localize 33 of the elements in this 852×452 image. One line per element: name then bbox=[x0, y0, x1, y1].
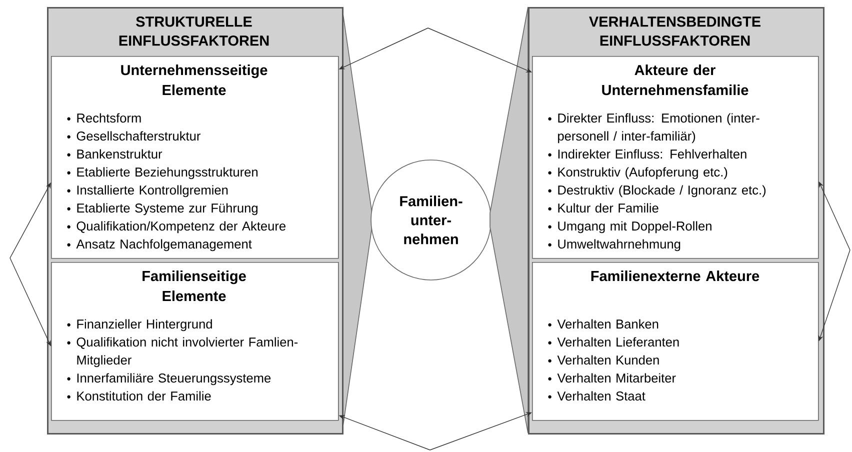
panel-heading: Familienseitige Elemente bbox=[142, 270, 246, 302]
bullet-item: Verhalten Staat bbox=[548, 391, 646, 401]
bullet-item: Verhalten Lieferanten bbox=[548, 337, 679, 347]
bullet-item: Verhalten Banken bbox=[548, 319, 658, 329]
bullet-item: Innerfamiliäre Steuerungssysteme bbox=[67, 373, 271, 386]
panel-heading: Unternehmensseitige Elemente bbox=[121, 64, 268, 96]
bullet-item: Installierte Kontrollgremien bbox=[67, 185, 228, 198]
list-box bbox=[532, 56, 819, 259]
bullet-item: Bankenstruktur bbox=[67, 149, 162, 159]
panel-heading: Akteure der Unternehmensfamilie bbox=[602, 64, 748, 96]
bullet-item: Verhalten Kunden bbox=[548, 355, 659, 365]
bullet-item: Indirekter Einfluss: Fehlverhalten bbox=[548, 149, 746, 159]
bullet-item: Umweltwahrnehmung bbox=[548, 239, 680, 252]
list-box bbox=[51, 262, 339, 421]
panel-heading: Familienexterne Akteure bbox=[591, 270, 760, 282]
bullet-item: Destruktiv (Blockade / Ignoranz etc.) bbox=[548, 185, 766, 198]
list-box bbox=[51, 56, 339, 259]
bullet-item: Verhalten Mitarbeiter bbox=[548, 373, 676, 383]
bullet-item: Ansatz Nachfolgemanagement bbox=[67, 239, 252, 252]
bullet-item: Konstitution der Familie bbox=[67, 391, 211, 401]
list-box bbox=[532, 262, 819, 421]
bullet-item: Gesellschafterstruktur bbox=[67, 131, 200, 141]
bullet-item: Direkter Einfluss: Emotionen (inter- personell / inter-familiär) bbox=[548, 113, 760, 144]
bullet-item: Finanzieller Hintergrund bbox=[67, 319, 212, 332]
bullet-item: Qualifikation nicht involvierter Famlien-Mitglieder bbox=[67, 337, 298, 368]
bullet-item: Kultur der Familie bbox=[548, 203, 658, 213]
bullet-item: Rechtsform bbox=[67, 113, 141, 123]
bullet-item: Umgang mit Doppel-Rollen bbox=[548, 221, 712, 234]
bullet-item: Etablierte Systeme zur Führung bbox=[67, 203, 258, 216]
bullet-item: Qualifikation/Kompetenz der Akteure bbox=[67, 221, 286, 234]
arrow bbox=[428, 28, 532, 72]
bullet-item: Etablierte Beziehungsstrukturen bbox=[67, 167, 258, 180]
bullet-item: Konstruktiv (Aufopferung etc.) bbox=[548, 167, 728, 180]
